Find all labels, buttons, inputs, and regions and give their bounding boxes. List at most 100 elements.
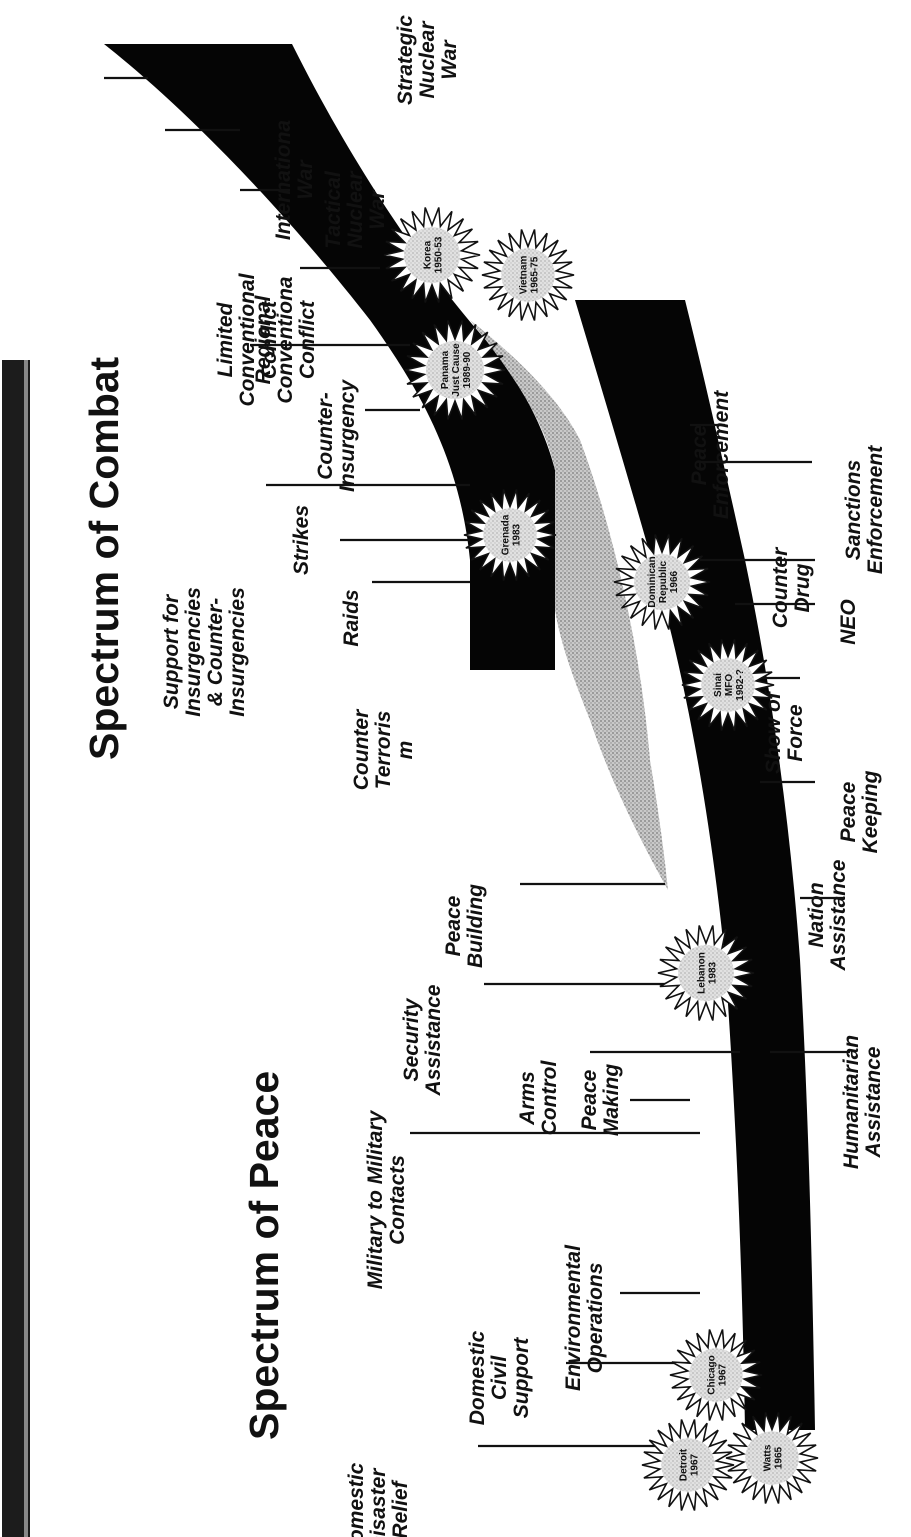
show-of-force-label-line: Show of — [762, 690, 785, 774]
support-for-insurgencies-label-line: Insurgencies — [226, 587, 249, 717]
watts-burst-line: 1965 — [774, 1446, 785, 1469]
tactical-nuclear-war-label-line: Nuclear — [344, 170, 367, 249]
peace-keeping-label: PeaceKeeping — [837, 770, 882, 853]
dominican-republic-burst-line: Dominican — [647, 556, 658, 607]
strikes-label: Strikes — [290, 505, 313, 575]
dominican-republic-burst-label: DominicanRepublic1966 — [647, 556, 680, 607]
transition-shade — [470, 320, 668, 890]
neo-label: NEO — [837, 599, 860, 645]
vietnam-burst-fill — [501, 248, 555, 302]
tactical-nuclear-war-label-line: War — [366, 189, 389, 230]
peace-band — [575, 300, 815, 1430]
panama-burst-line: Just Cause — [451, 343, 462, 397]
counter-insurgency-label: Counter-Insurgency — [314, 379, 359, 492]
counter-terrorism-label-line: Terroris — [372, 711, 395, 790]
strategic-nuclear-war-label-line: Strategic — [394, 15, 417, 105]
panama-burst-line: 1989-90 — [462, 351, 473, 388]
environmental-operations-label: EnvironmentalOperations — [562, 1244, 607, 1391]
show-of-force-label-line: Force — [784, 704, 807, 762]
vietnam-burst-label: Vietnam1965-75 — [519, 256, 541, 295]
watts-burst: Watts1965 — [725, 1412, 819, 1504]
korea-burst-label: Korea1950-53 — [423, 236, 445, 273]
military-to-military-contacts-label-line: Military to Military — [364, 1109, 387, 1289]
dominican-republic-burst-line: Republic — [658, 560, 669, 603]
humanitarian-assistance-label-line: Assistance — [862, 1046, 885, 1158]
lebanon-burst-label: Lebanon1983 — [697, 952, 719, 994]
korea-burst: Korea1950-53 — [383, 207, 481, 303]
domestic-disaster-relief-label: DomesticDisasterRelief — [345, 1462, 412, 1537]
watts-burst-label: Watts1965 — [763, 1444, 785, 1471]
raids-label: Raids — [340, 589, 363, 646]
watts-burst-fill — [745, 1431, 799, 1485]
security-assistance-label-line: Security — [400, 997, 423, 1081]
counter-drug-label-line: Drug — [791, 563, 814, 612]
detroit-burst-line: Detroit — [679, 1448, 690, 1481]
chicago-burst: Chicago1967 — [669, 1329, 763, 1421]
vietnam-burst: Vietnam1965-75 — [481, 229, 575, 321]
domestic-civil-support-label: DomesticCivilSupport — [466, 1330, 533, 1425]
arms-control-label: ArmsControl — [516, 1060, 561, 1136]
sinai-burst-label: SinaiMFO1982-? — [713, 669, 746, 701]
lebanon-burst-fill — [678, 945, 734, 1001]
page-border-inner — [24, 360, 28, 1537]
counter-insurgency-label-line: Insurgency — [336, 379, 359, 492]
nation-assistance-label-line: Assistance — [827, 859, 850, 971]
peace-making-label-line: Peace — [578, 1069, 601, 1130]
detroit-burst: Detroit1967 — [641, 1419, 735, 1511]
detroit-burst-fill — [661, 1438, 715, 1492]
domestic-civil-support-label-line: Civil — [488, 1355, 511, 1401]
limited-conventional-conflict-label-line: Conflict — [258, 300, 281, 379]
peace-building-label-line: Peace — [442, 895, 465, 956]
peace-building-label: PeaceBuilding — [442, 884, 487, 968]
sanctions-enforcement-label-line: Enforcement — [864, 445, 887, 574]
counter-insurgency-label-line: Counter- — [314, 392, 337, 480]
peace-title: Spectrum of Peace — [241, 1071, 287, 1440]
domestic-disaster-relief-label-line: Domestic — [345, 1462, 368, 1537]
environmental-operations-label-line: Environmental — [562, 1244, 585, 1391]
chicago-burst-label: Chicago1967 — [707, 1355, 729, 1394]
sinai-burst-line: 1982-? — [735, 669, 746, 701]
peace-making-label-line: Making — [600, 1064, 623, 1137]
environmental-operations-label-line: Operations — [584, 1263, 607, 1374]
grenada-burst-fill — [483, 508, 537, 562]
chicago-burst-line: 1967 — [718, 1363, 729, 1386]
support-for-insurgencies-label-line: Insurgencies — [182, 587, 205, 717]
peace-making-label: PeaceMaking — [578, 1064, 623, 1137]
peace-building-label-line: Building — [464, 884, 487, 968]
arms-control-label-line: Control — [538, 1060, 561, 1136]
international-war-label-line: Internationa — [272, 120, 295, 240]
domestic-civil-support-label-line: Support — [510, 1337, 533, 1418]
military-to-military-contacts-label-line: Contacts — [386, 1155, 409, 1245]
strikes-label-line: Strikes — [290, 505, 313, 575]
korea-burst-line: Korea — [423, 240, 434, 269]
vietnam-burst-line: Vietnam — [519, 256, 530, 295]
peace-enforcement-label-line: Enforcement — [710, 390, 733, 519]
support-for-insurgencies-label: Support forInsurgencies& Counter-Insurge… — [160, 587, 249, 717]
panama-burst-fill — [426, 341, 484, 399]
lebanon-burst-line: 1983 — [708, 961, 719, 984]
lebanon-burst: Lebanon1983 — [657, 925, 755, 1021]
dominican-republic-burst-fill — [634, 554, 690, 610]
limited-conventional-conflict-label: LimitedConventionalConflict — [214, 272, 281, 406]
humanitarian-assistance-label-line: Humanitarian — [840, 1035, 863, 1169]
counter-terrorism-label-line: Counter — [350, 708, 373, 790]
nation-assistance-label: NationAssistance — [805, 859, 850, 971]
panama-burst-line: Panama — [440, 350, 451, 389]
sinai-burst-line: Sinai — [713, 673, 724, 697]
international-war-label-line: War — [294, 159, 317, 200]
sanctions-enforcement-label-line: Sanctions — [842, 460, 865, 560]
regional-conventional-conflict-label-line: Conventiona — [274, 276, 297, 403]
strategic-nuclear-war-label: StrategicNuclearWar — [394, 15, 461, 105]
detroit-burst-line: 1967 — [690, 1453, 701, 1476]
grenada-burst-label: Grenada1983 — [501, 514, 523, 555]
chicago-burst-line: Chicago — [707, 1355, 718, 1394]
peace-keeping-label-line: Peace — [837, 781, 860, 842]
regional-conventional-conflict-label: RegionalConventionaConflict — [252, 276, 319, 403]
sinai-burst-line: MFO — [724, 674, 735, 696]
counter-drug-label-line: Counter — [769, 546, 792, 628]
military-to-military-contacts-label: Military to MilitaryContacts — [364, 1109, 409, 1289]
tactical-nuclear-war-label-line: Tactical — [322, 170, 345, 249]
panama-burst-label: PanamaJust Cause1989-90 — [440, 343, 473, 397]
